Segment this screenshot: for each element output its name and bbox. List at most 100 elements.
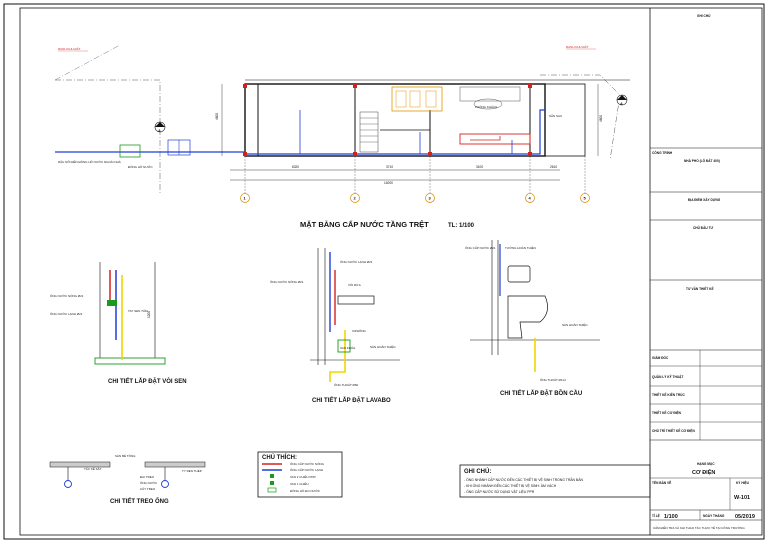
- tb-row-5: CHỦ TRÌ THIẾT KẾ CƠ ĐIỆN: [652, 428, 695, 433]
- tb-row-4: THIẾT KẾ CƠ ĐIỆN: [652, 410, 682, 415]
- toilet-title: CHI TIẾT LẮP ĐẶT BỒN CẦU: [500, 389, 582, 397]
- tb-discipline-label: HẠNG MỤC: [697, 462, 715, 466]
- dim-bottom-4: 2610: [550, 165, 557, 169]
- road-connection-label: DẤU NỐI ĐẾN ĐỒNG HỒ NƯỚC NGOÀI NHÀ: [58, 159, 121, 164]
- column-marker: [528, 152, 532, 156]
- shower-dim: 1200: [147, 311, 151, 318]
- building-outline: [244, 83, 546, 157]
- notes: GHI CHÚ: - ỐNG NHÁNH CẤP NƯỚC ĐẾN CÁC TH…: [459, 464, 651, 498]
- column-marker: [528, 84, 532, 88]
- lavabo-title: CHI TIẾT LẮP ĐẶT LAVABO: [312, 396, 391, 404]
- outer-frame: [3, 3, 765, 540]
- hanger-item-5: ỐNG NƯỚC: [140, 480, 158, 485]
- hot-water-line: [470, 136, 501, 141]
- svg-text:1: 1: [244, 196, 247, 201]
- tb-project: NHÀ PHỐ (LÔ ĐẤT 400): [684, 158, 720, 163]
- hanger-pipe-2: [161, 480, 169, 488]
- tb-date-label: NGÀY THÁNG: [703, 513, 725, 518]
- tb-footer: CẤM ĐIỀN TRA VÀ KHI THAO TÁC THỰC TẾ TẠI…: [653, 525, 745, 530]
- site-boundary-diag: [54, 44, 121, 81]
- tb-scale: 1/100: [664, 514, 678, 520]
- lavabo-cold-label: ỐNG NƯỚC LẠNH Ø21: [340, 259, 373, 264]
- floor-plan: 4600 4600 A A 6320 3710 3100 2610 14000 …: [54, 44, 630, 229]
- column-marker: [243, 152, 247, 156]
- dim-side-left: 4600: [215, 113, 219, 120]
- note-3: - ỐNG CẤP NƯỚC SỬ DỤNG VẬT LIỆU PPR: [464, 489, 535, 494]
- axis-1: 1: [240, 156, 250, 203]
- inner-frame: [19, 7, 763, 536]
- tb-header: GHI CHÚ: [697, 13, 711, 18]
- lavabo-valve-label: VAN KHÓA: [340, 345, 355, 350]
- kitchen-counter: [459, 86, 521, 102]
- shower-head-label: TAY SEN TẮM: [128, 308, 148, 313]
- wc-room: [459, 133, 531, 145]
- column-marker: [243, 84, 247, 88]
- tb-row-2: QUẢN LÝ KỸ THUẬT: [652, 374, 683, 379]
- detail-lavabo: ỐNG NƯỚC LẠNH Ø21 ỐNG NƯỚC NÓNG Ø21 VÒI …: [270, 248, 400, 404]
- svg-text:2: 2: [354, 196, 357, 201]
- dim-bottom-2: 3710: [386, 165, 393, 169]
- tb-owner: CHỦ ĐẦU TƯ: [693, 225, 714, 230]
- lavabo-valve: [337, 339, 351, 353]
- note-1: - ỐNG NHÁNH CẤP NƯỚC ĐẾN CÁC THIẾT BỊ VỆ…: [464, 477, 583, 482]
- axis-2: 2: [350, 156, 360, 203]
- lavabo-hot-label: ỐNG NƯỚC NÓNG Ø21: [270, 279, 304, 284]
- section-marker-right: A: [616, 94, 628, 106]
- svg-text:3: 3: [429, 196, 432, 201]
- legend-item-3: VAN 2 CHIỀU PPR: [290, 474, 316, 479]
- hanger-title: CHI TIẾT TREO ỐNG: [110, 498, 169, 505]
- detail-shower: ỐNG NƯỚC NÓNG Ø21 ỐNG NƯỚC LẠNH Ø21 TAY …: [50, 262, 187, 385]
- toilet-floor-label: SÀN HOÀN THIỆN: [562, 322, 587, 327]
- tb-consultant: TƯ VẤN THIẾT KẾ: [686, 286, 714, 291]
- legend-item-2: ỐNG CẤP NƯỚC LẠNH: [290, 467, 323, 472]
- dim-side-right: 4600: [599, 115, 603, 122]
- tb-discipline: CƠ ĐIỆN: [692, 468, 715, 476]
- rear-yard-outline: [544, 83, 586, 157]
- site-boundary-label-left: RANH KHU ĐẤT: [58, 46, 81, 51]
- legend: CHÚ THÍCH: ỐNG CẤP NƯỚC NÓNG ỐNG CẤP NƯỚ…: [257, 451, 343, 498]
- svg-text:4: 4: [529, 196, 532, 201]
- yard-label: SÂN SAU: [549, 113, 562, 118]
- tb-date: 05/2019: [735, 514, 755, 520]
- dining-table: [473, 98, 503, 110]
- tb-sheet-name-label: TÊN BẢN VẼ: [652, 480, 671, 485]
- column-marker: [353, 152, 357, 156]
- legend-title: CHÚ THÍCH:: [262, 453, 297, 461]
- dim-bottom-3: 3100: [476, 165, 483, 169]
- column-marker: [353, 84, 357, 88]
- legend-item-5: ĐỒNG HỒ ĐO NƯỚC: [290, 488, 321, 493]
- legend-item-4: VAN 1 CHIỀU: [290, 481, 309, 486]
- lavabo-drain-label: ỐNG THOÁT Ø60: [334, 382, 359, 387]
- tb-row-1: GIÁM ĐỐC: [652, 355, 669, 360]
- site-boundary-left: [55, 79, 161, 195]
- title-block: GHI CHÚ CÔNG TRÌNH NHÀ PHỐ (LÔ ĐẤT 400) …: [649, 8, 762, 535]
- site-boundary-right: [540, 74, 621, 161]
- svg-text:A: A: [158, 128, 161, 133]
- section-marker-left: A: [154, 121, 166, 133]
- plan-scale: TL: 1/100: [448, 223, 475, 229]
- cold-water-main: [55, 109, 545, 155]
- site-boundary-label-right: RANH KHU ĐẤT: [566, 44, 589, 49]
- dim-total: 14000: [384, 181, 393, 185]
- legend-item-1: ỐNG CẤP NƯỚC NÓNG: [290, 461, 325, 466]
- tb-project-label: CÔNG TRÌNH: [652, 150, 673, 155]
- detail-hanger: SÀN BÊ TÔNG TẮC KÊ SẮT TY REN THÉP ĐAI T…: [49, 453, 206, 505]
- toilet-fixture: [507, 265, 548, 339]
- shower-valve: [107, 300, 117, 306]
- meter-label: ĐỒNG HỒ NƯỚC: [128, 164, 153, 169]
- detail-toilet: ỐNG CẤP NƯỚC Ø21 TƯỜNG HOÀN THIỆN SÀN HO…: [465, 240, 600, 397]
- toilet-supply-label: ỐNG CẤP NƯỚC Ø21: [465, 245, 496, 250]
- lavabo-basin: [337, 295, 375, 305]
- lavabo-floor-label: SÀN HOÀN THIỆN: [370, 344, 395, 349]
- hanger-item-4: ĐAI TREO: [140, 475, 155, 479]
- svg-text:A: A: [620, 101, 623, 106]
- lavabo-siphon-label: XIPHÔNG: [352, 328, 367, 333]
- shower-hot-label: ỐNG NƯỚC NÓNG Ø21: [50, 293, 84, 298]
- tb-sheet-no: W-101: [734, 495, 750, 501]
- notes-title: GHI CHÚ:: [464, 468, 491, 475]
- hanger-item-3: TY REN THÉP: [182, 468, 202, 473]
- tb-row-3: THIẾT KẾ KIẾN TRÚC: [652, 392, 685, 397]
- toilet-wall-label: TƯỜNG HOÀN THIỆN: [505, 245, 536, 250]
- tb-location: ĐỊA ĐIỂM XÂY DỰNG: [688, 197, 721, 202]
